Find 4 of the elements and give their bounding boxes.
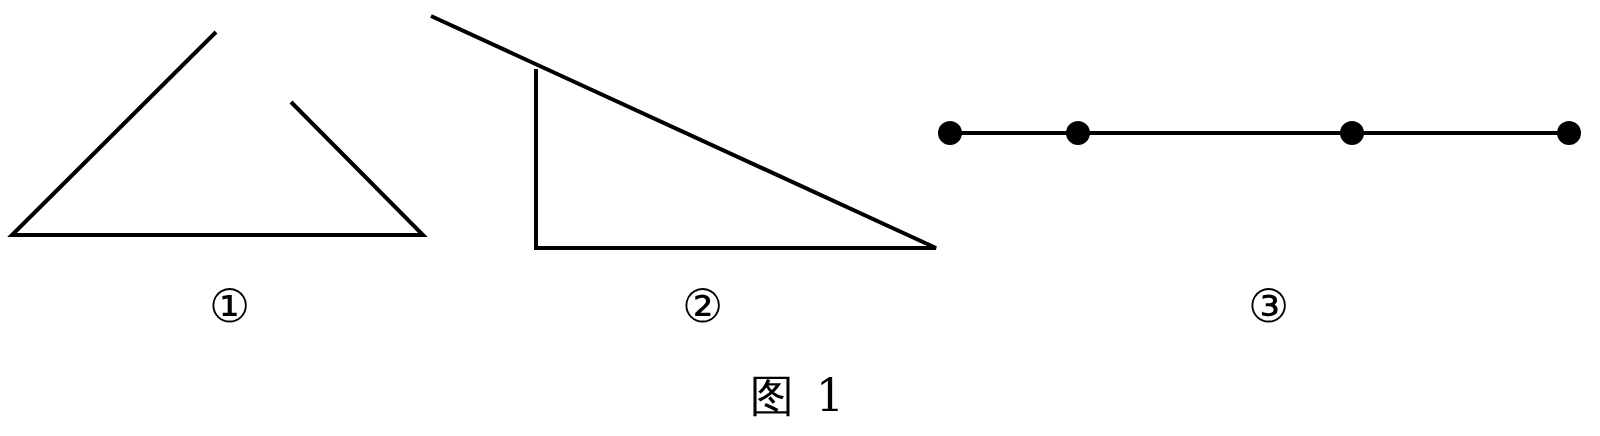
- figure-number: ③: [1247, 283, 1289, 329]
- figure-number: ①: [208, 283, 250, 329]
- figure-number: ②: [681, 283, 723, 329]
- figure-caption: 图 1: [750, 374, 848, 418]
